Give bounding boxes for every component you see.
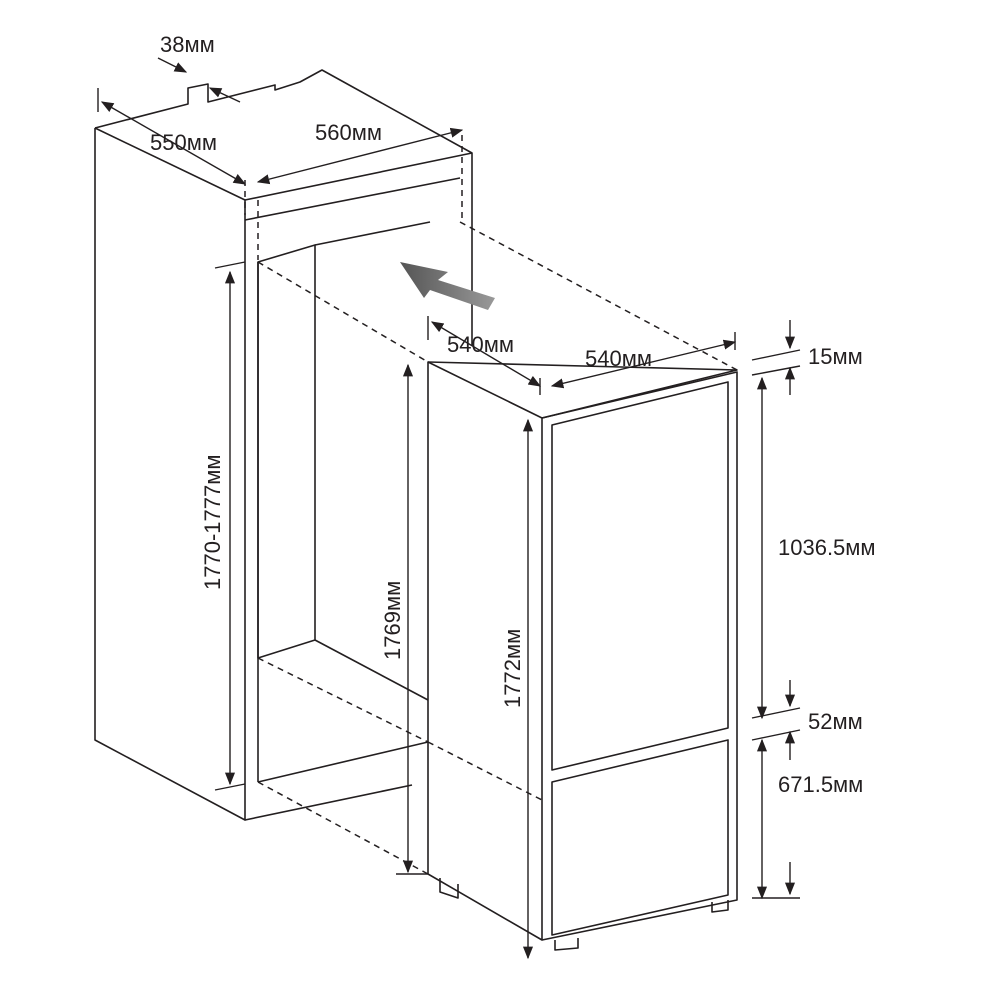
dimension-lines — [97, 57, 801, 960]
foot — [554, 938, 579, 951]
insert-direction-arrow — [400, 262, 495, 310]
label-fridge-width: 540мм — [585, 346, 652, 371]
upper-door — [551, 381, 729, 771]
label-niche-width: 560мм — [315, 120, 382, 145]
label-niche-top-offset: 38мм — [160, 32, 215, 57]
label-upper-door-height: 1036.5мм — [778, 535, 876, 560]
cabinet-niche — [94, 69, 473, 821]
label-lower-door-height: 671.5мм — [778, 772, 863, 797]
label-niche-depth: 550мм — [150, 130, 217, 155]
refrigerator — [427, 361, 738, 951]
dimension-labels: 38мм 550мм 560мм 1770-1777мм 1769мм 1772… — [150, 32, 876, 797]
label-top-gap: 15мм — [808, 344, 863, 369]
foot — [711, 900, 729, 913]
label-fridge-depth: 540мм — [447, 332, 514, 357]
label-fridge-total-height: 1772мм — [500, 629, 525, 708]
foot — [439, 878, 459, 899]
insertion-guides — [244, 135, 738, 875]
label-fridge-body-height: 1769мм — [380, 581, 405, 660]
label-door-gap: 52мм — [808, 709, 863, 734]
label-niche-height: 1770-1777мм — [200, 455, 225, 590]
lower-door — [551, 739, 729, 936]
